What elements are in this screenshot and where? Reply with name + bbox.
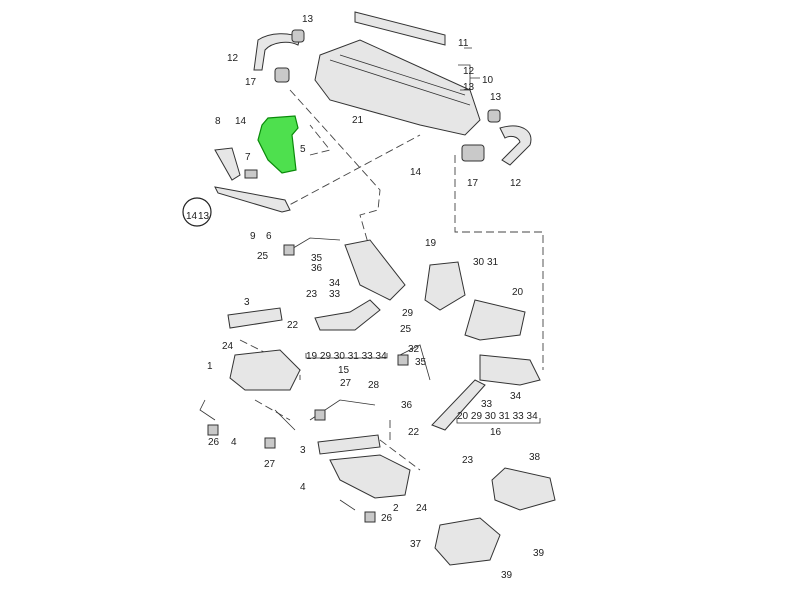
callout[interactable]: 2 (393, 503, 399, 514)
callout[interactable]: 23 (462, 455, 474, 466)
callout[interactable]: 3 (244, 297, 250, 308)
heat-shield-20[interactable] (464, 299, 526, 341)
callout[interactable]: 16 (490, 427, 502, 438)
callout[interactable]: 14 (235, 116, 247, 127)
callout[interactable]: 1 (207, 361, 213, 372)
callout[interactable]: 17 (245, 77, 257, 88)
callout[interactable]: 19 (425, 238, 437, 249)
callout[interactable]: 8 (215, 116, 221, 127)
bracket-10 (458, 47, 480, 91)
gasket-3[interactable] (227, 307, 283, 329)
callout[interactable]: 36 (311, 263, 323, 274)
callout[interactable]: 22 (287, 320, 299, 331)
callout[interactable]: 4 (231, 437, 237, 448)
callout[interactable]: 19 29 30 31 33 34 (306, 351, 387, 362)
callout[interactable]: 11 (458, 38, 469, 49)
hose-clamp[interactable] (274, 67, 290, 83)
callout[interactable]: 30 (473, 257, 485, 268)
callout[interactable]: 7 (245, 152, 251, 163)
callout[interactable]: 26 (381, 513, 393, 524)
callout[interactable]: 35 (311, 253, 323, 264)
mounting-bracket[interactable] (354, 11, 446, 46)
callout[interactable]: 29 (402, 308, 414, 319)
sensor-connector[interactable] (314, 409, 326, 421)
catalytic-converter-left[interactable] (314, 239, 406, 331)
callout[interactable]: 13 (302, 14, 314, 25)
callout[interactable]: 39 (501, 570, 513, 581)
heat-shield-19[interactable] (424, 261, 466, 311)
bracket-15 (305, 353, 388, 359)
callout[interactable]: 12 (510, 178, 522, 189)
assembly-dash-lines (239, 89, 544, 471)
callout[interactable]: 25 (257, 251, 269, 262)
tailpipe-38[interactable] (491, 467, 556, 511)
callout[interactable]: 20 29 30 31 33 34 (457, 411, 538, 422)
callout[interactable]: 28 (368, 380, 380, 391)
washer-7[interactable] (244, 169, 258, 179)
callout[interactable]: 27 (264, 459, 276, 470)
callout[interactable]: 14 (410, 167, 422, 178)
strap-6[interactable] (214, 186, 291, 213)
callout[interactable]: 9 (250, 231, 256, 242)
hose-clamp[interactable] (461, 144, 485, 162)
sensor-connector[interactable] (397, 354, 409, 366)
callout[interactable]: 25 (400, 324, 412, 335)
callout[interactable]: 20 (512, 287, 524, 298)
hose-right[interactable] (499, 125, 532, 166)
callout[interactable]: 4 (300, 482, 306, 493)
catalytic-converter-right[interactable] (431, 354, 541, 431)
callout[interactable]: 38 (529, 452, 541, 463)
callout[interactable]: 23 (306, 289, 318, 300)
hose-left[interactable] (253, 33, 301, 71)
callout[interactable]: 32 (408, 344, 420, 355)
callout[interactable]: 24 (222, 341, 234, 352)
callout[interactable]: 14 (186, 211, 198, 222)
oxygen-sensors[interactable] (199, 237, 431, 523)
callout[interactable]: 36 (401, 400, 413, 411)
sensor-connector[interactable] (283, 244, 295, 256)
support-bracket-8[interactable] (214, 147, 241, 181)
sensor-connector[interactable] (264, 437, 276, 449)
tailpipe-37[interactable] (434, 517, 501, 566)
callout[interactable]: 6 (266, 231, 272, 242)
hose-clamp[interactable] (291, 29, 305, 43)
callout[interactable]: 5 (300, 144, 306, 155)
callout[interactable]: 13 (198, 211, 210, 222)
bracket-highlighted-5[interactable] (257, 115, 299, 174)
exhaust-manifold-1[interactable] (229, 349, 301, 391)
callout-labels: 13 11 12 12 10 13 17 13 14 8 21 5 7 14 1… (186, 14, 545, 581)
callout[interactable]: 34 (329, 278, 341, 289)
callout[interactable]: 33 (329, 289, 341, 300)
callout[interactable]: 13 (463, 82, 475, 93)
callout[interactable]: 34 (510, 391, 522, 402)
callout[interactable]: 39 (533, 548, 545, 559)
callout[interactable]: 35 (415, 357, 427, 368)
callout[interactable]: 33 (481, 399, 493, 410)
callout[interactable]: 15 (338, 365, 350, 376)
callout[interactable]: 10 (482, 75, 494, 86)
callout[interactable]: 37 (410, 539, 422, 550)
callout[interactable]: 12 (463, 66, 475, 77)
gasket-3[interactable] (317, 434, 381, 455)
callout[interactable]: 3 (300, 445, 306, 456)
exhaust-manifold-2[interactable] (329, 454, 411, 499)
callout[interactable]: 21 (352, 115, 364, 126)
callout[interactable]: 31 (487, 257, 499, 268)
callout[interactable]: 22 (408, 427, 420, 438)
callout[interactable]: 24 (416, 503, 428, 514)
bracket-16 (456, 418, 541, 424)
callout[interactable]: 26 (208, 437, 220, 448)
callout[interactable]: 17 (467, 178, 479, 189)
detail-circle (182, 197, 212, 227)
callout[interactable]: 27 (340, 378, 352, 389)
callout[interactable]: 12 (227, 53, 239, 64)
callout[interactable]: 13 (490, 92, 502, 103)
sensor-connector[interactable] (364, 511, 376, 523)
hose-clamp[interactable] (487, 109, 501, 123)
sensor-connector[interactable] (207, 424, 219, 436)
intake-silencer[interactable] (314, 39, 481, 136)
